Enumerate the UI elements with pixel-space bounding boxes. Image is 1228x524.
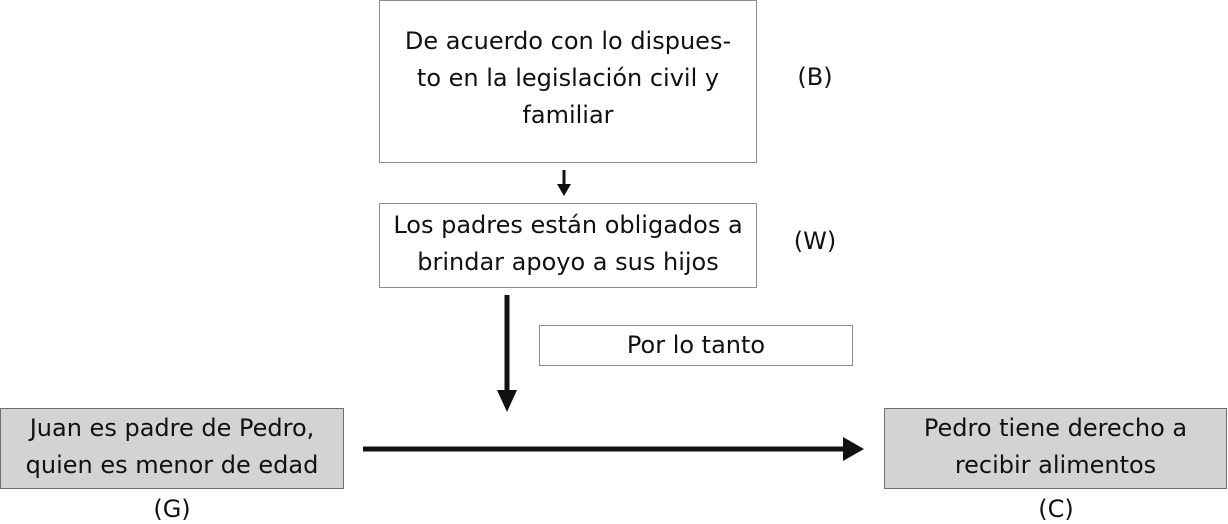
backing-tag: (B) xyxy=(797,63,833,91)
connector-box: Por lo tanto xyxy=(539,325,853,366)
connector-text: Por lo tanto xyxy=(626,331,766,359)
backing-text: De acuerdo con lo dispues- to en la legi… xyxy=(404,27,732,129)
arrow-warrant-down xyxy=(497,295,517,412)
claim-text: Pedro tiene derecho a recibir alimentos xyxy=(923,413,1188,479)
warrant-box: Los padres están obligados a brindar apo… xyxy=(379,203,757,288)
arrow-backing-to-warrant xyxy=(557,170,571,196)
grounds-text: Juan es padre de Pedro, quien es menor d… xyxy=(25,413,319,479)
grounds-box: Juan es padre de Pedro, quien es menor d… xyxy=(0,408,344,489)
arrow-grounds-to-claim xyxy=(363,437,864,461)
grounds-tag: (G) xyxy=(153,495,191,523)
warrant-text: Los padres están obligados a brindar apo… xyxy=(393,210,743,276)
claim-box: Pedro tiene derecho a recibir alimentos xyxy=(884,408,1227,489)
warrant-tag: (W) xyxy=(793,227,837,255)
claim-tag: (C) xyxy=(1038,495,1074,523)
backing-box: De acuerdo con lo dispues- to en la legi… xyxy=(379,0,757,163)
